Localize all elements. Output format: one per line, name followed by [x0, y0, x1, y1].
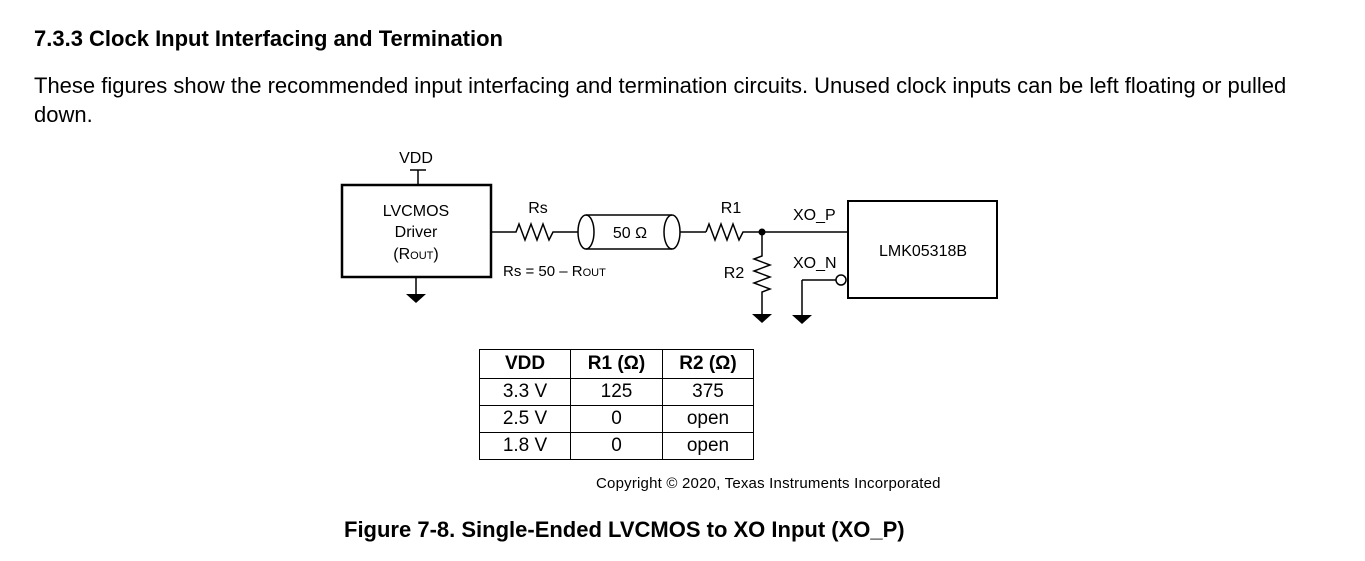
table-cell: 125 — [570, 378, 663, 406]
driver-label-line1: LVCMOS — [383, 203, 449, 220]
table-cell: open — [662, 432, 754, 460]
r2-resistor — [751, 232, 773, 323]
transmission-line — [577, 214, 706, 250]
table-cell: 0 — [570, 405, 663, 433]
rs-label: Rs — [528, 200, 548, 217]
xo-n-label: XO_N — [793, 255, 837, 272]
device-box — [847, 200, 998, 299]
section-body-text: These figures show the recommended input… — [34, 73, 1287, 127]
xo-n-ground-path — [792, 274, 847, 324]
vdd-label: VDD — [399, 150, 433, 167]
device-label: LMK05318B — [879, 243, 967, 260]
r1-resistor — [705, 221, 762, 243]
table-header-vdd: VDD — [479, 349, 571, 379]
rs-resistor — [491, 221, 578, 243]
r2-label: R2 — [724, 265, 745, 282]
table-header-row: VDD R1 (Ω) R2 (Ω) — [479, 349, 754, 379]
table-cell: open — [662, 405, 754, 433]
driver-ground-symbol — [406, 277, 426, 303]
driver-label-line3: (ROUT) — [393, 246, 438, 263]
figure-caption: Figure 7-8. Single-Ended LVCMOS to XO In… — [344, 517, 905, 542]
line-impedance-label: 50 Ω — [613, 225, 647, 242]
vdd-supply-symbol — [410, 169, 426, 185]
table-header-r2: R2 (Ω) — [662, 349, 754, 379]
table-cell: 1.8 V — [479, 432, 571, 460]
rs-equation: Rs = 50 – ROUT — [503, 263, 606, 280]
table-header-r1: R1 (Ω) — [570, 349, 663, 379]
table-cell: 375 — [662, 378, 754, 406]
table-row: 2.5 V 0 open — [479, 405, 754, 433]
copyright-notice: Copyright © 2020, Texas Instruments Inco… — [596, 475, 941, 492]
resistor-value-table: VDD R1 (Ω) R2 (Ω) 3.3 V 125 375 2.5 V 0 … — [479, 349, 754, 460]
table-row: 3.3 V 125 375 — [479, 378, 754, 406]
table-cell: 2.5 V — [479, 405, 571, 433]
section-heading: 7.3.3 Clock Input Interfacing and Termin… — [34, 26, 503, 51]
driver-label-line2: Driver — [395, 224, 438, 241]
table-cell: 0 — [570, 432, 663, 460]
table-row: 1.8 V 0 open — [479, 432, 754, 460]
table-cell: 3.3 V — [479, 378, 571, 406]
r1-label: R1 — [721, 200, 742, 217]
xo-p-label: XO_P — [793, 207, 836, 224]
